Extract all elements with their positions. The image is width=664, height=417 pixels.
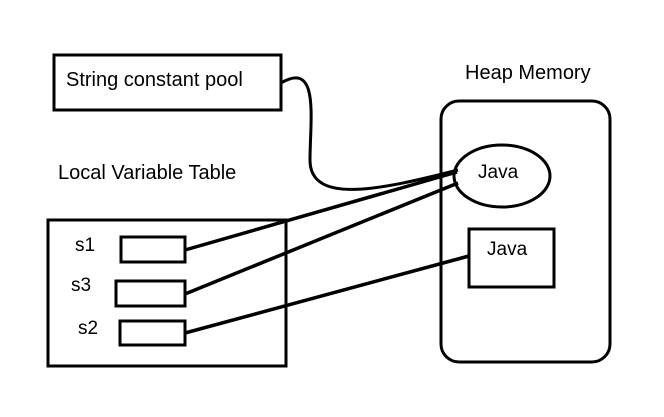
ref-s1-to-pool-java	[184, 170, 458, 252]
pool-to-java-link	[280, 76, 459, 191]
var-label-s1: s1	[75, 235, 96, 256]
heap-memory-container	[439, 99, 612, 364]
string-pool-box	[52, 53, 283, 112]
ref-s2-to-heap-java	[184, 254, 470, 335]
heap-memory-label: Heap Memory	[465, 62, 591, 84]
var-slot-s2	[118, 319, 187, 347]
java-heap-object	[467, 227, 556, 289]
var-slot-s1	[119, 235, 187, 264]
java-pool-object-label: Java	[478, 162, 519, 183]
local-variable-table-label: Local Variable Table	[58, 162, 237, 184]
local-variable-table-box	[46, 218, 288, 368]
java-pool-object	[452, 143, 552, 209]
string-pool-label: String constant pool	[66, 69, 243, 91]
var-label-s2: s2	[78, 318, 99, 339]
ref-s3-to-pool-java	[184, 181, 459, 296]
var-slot-s3	[114, 279, 187, 308]
var-label-s3: s3	[71, 275, 92, 296]
java-heap-object-label: Java	[487, 239, 528, 260]
